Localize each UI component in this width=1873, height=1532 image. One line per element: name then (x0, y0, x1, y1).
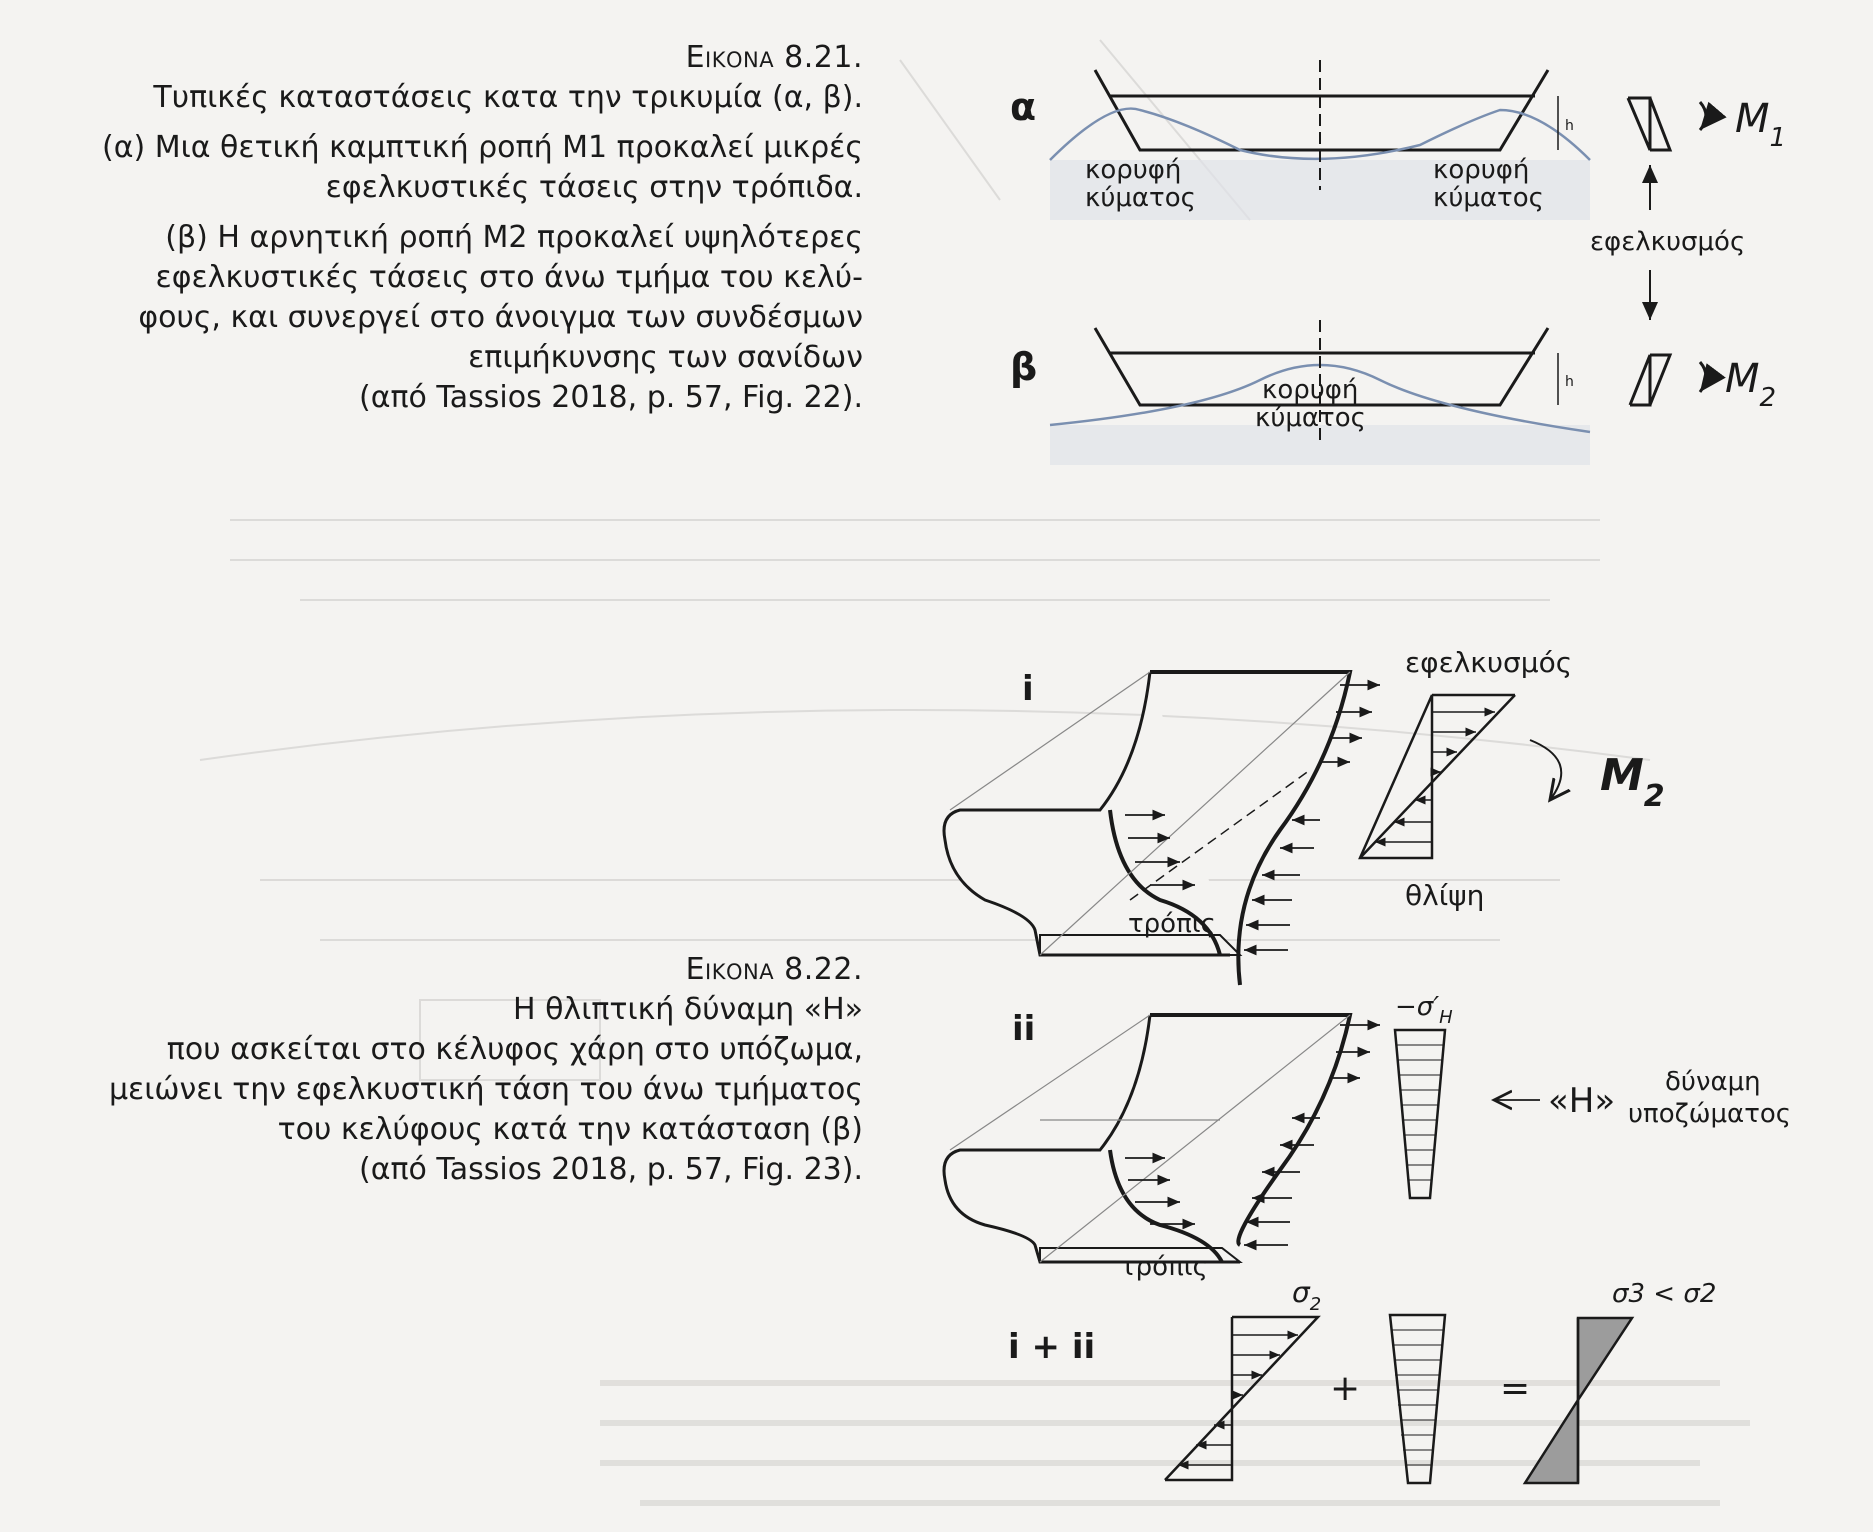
caption-line: Η θλιπτική δύναμη «Η» (512, 992, 863, 1027)
caption-line: εφελκυστικές τάσεις στο άνω τμήμα του κε… (155, 260, 863, 295)
caption-line: του κελύφους κατά την κατάσταση (β) (277, 1112, 863, 1147)
wave-crest-label: κύματος (1085, 183, 1196, 213)
figure-8-21-caption: Εικονα 8.21. Τυπικές καταστάσεις κατα τη… (43, 38, 863, 418)
equals-sign: = (1500, 1368, 1530, 1409)
height-label: h (1565, 118, 1574, 134)
force-h-label: «Η» (1548, 1081, 1615, 1121)
wave-crest-label: κύματος (1433, 183, 1544, 213)
moment-label: M2 (1725, 356, 1776, 413)
moment-label: M1 (1735, 96, 1786, 153)
label-beta: β (1010, 345, 1037, 389)
caption-line: εφελκυστικές τάσεις στην τρόπιδα. (325, 170, 863, 205)
moment-arrow (1698, 361, 1726, 393)
keel-block (1039, 1247, 1243, 1263)
sum-stress-hatch (1178, 1330, 1298, 1470)
case-sum: i + ii σ2 + = σ3 < σ2 (1008, 1276, 1716, 1485)
h-stress-hatch (1396, 1044, 1444, 1181)
result-diagram (1576, 1316, 1635, 1405)
wave-crest-label: κορυφή (1433, 155, 1529, 185)
stress-diagram (1358, 693, 1515, 860)
caption-line: (β) Η αρνητική ροπή M2 προκαλεί υψηλότερ… (165, 220, 863, 255)
wave-crest-label: κορυφή (1085, 155, 1181, 185)
hull-section (1093, 327, 1550, 407)
sum-h-hatch (1391, 1329, 1444, 1466)
tension-label: εφελκυσμός (1405, 646, 1572, 679)
keel-label: τρόπις (1128, 909, 1216, 939)
inner-arrows (1125, 1152, 1195, 1230)
height-label: h (1565, 374, 1574, 390)
case-i: i τρόπις (942, 646, 1665, 986)
sigma-h-label: −σ′H (1395, 992, 1453, 1028)
keel-block (1039, 934, 1243, 956)
compression-arrows (1244, 1112, 1320, 1251)
tension-arrows (1322, 679, 1380, 768)
inner-arrows (1125, 809, 1195, 891)
wave-profile (1049, 107, 1591, 161)
wave-crest-label: κύματος (1255, 403, 1366, 433)
case-beta: h β κορυφή κύματος M2 (1010, 320, 1776, 465)
sigma-2-label: σ2 (1292, 1276, 1321, 1315)
stress-diagram (1626, 96, 1673, 152)
label-sum: i + ii (1008, 1327, 1095, 1367)
tension-label: εφελκυσμός (1590, 227, 1745, 257)
neutral-line (1129, 769, 1311, 901)
stress-diagram (1359, 694, 1516, 859)
case-ii: ii τρόπις (942, 992, 1791, 1282)
caption-line: επιμήκυνσης των σανίδων (468, 340, 863, 375)
label-i: i (1022, 669, 1034, 709)
caption-line: Τυπικές καταστάσεις κατα την τρικυμία (α… (153, 80, 863, 115)
figure-8-22-caption: Εικονα 8.22. Η θλιπτική δύναμη «Η» που α… (43, 950, 863, 1190)
sum-stress-diagram (1164, 1315, 1321, 1482)
force-h-desc: δύναμη (1665, 1067, 1761, 1097)
keel-label: τρόπις (1120, 1252, 1208, 1282)
perspective-line (949, 671, 1351, 956)
moment-arrow (1698, 101, 1727, 131)
caption-line: (α) Μια θετική καμπτική ροπή M1 προκαλεί… (101, 130, 863, 165)
moment-arrow (1529, 739, 1561, 800)
result-diagram (1522, 1395, 1580, 1485)
case-alpha: h α κορυφή κύματος κορυφή κύματος M1 (1010, 60, 1786, 220)
perspective-line (949, 1014, 1351, 1263)
wave-crest-label: κορυφή (1262, 375, 1358, 405)
label-ii: ii (1012, 1009, 1035, 1049)
figure-8-22-title: Εικονα 8.22. (685, 952, 863, 987)
plus-sign: + (1330, 1368, 1360, 1409)
tension-arrows (1330, 1019, 1380, 1084)
label-alpha: α (1010, 85, 1036, 129)
caption-line: (από Tassios 2018, p. 57, Fig. 23). (358, 1152, 863, 1187)
sum-h-diagram (1388, 1313, 1447, 1485)
hull-shell (1108, 809, 1222, 956)
hull-shell (1150, 1013, 1353, 1247)
h-stress-diagram (1393, 1028, 1447, 1200)
caption-line: φους, και συνεργεί στο άνοιγμα των συνδέ… (138, 300, 863, 335)
force-h-desc: υποζώματος (1628, 1099, 1791, 1129)
caption-line: (από Tassios 2018, p. 57, Fig. 22). (358, 380, 863, 415)
moment-label: M2 (1600, 750, 1665, 814)
hull-shell (942, 1014, 1240, 1264)
caption-line: που ασκείται στο κέλυφος χάρη στο υπόζωμ… (166, 1032, 863, 1067)
compression-label: θλίψη (1405, 879, 1484, 912)
stress-hatch (1375, 707, 1495, 847)
stress-diagram (1628, 353, 1673, 407)
compression-arrows (1244, 814, 1320, 956)
figure-8-21-title: Εικονα 8.21. (685, 40, 863, 75)
sigma-3-label: σ3 < σ2 (1612, 1279, 1716, 1309)
caption-line: μειώνει την εφελκυστική τάση του άνω τμή… (108, 1072, 863, 1107)
